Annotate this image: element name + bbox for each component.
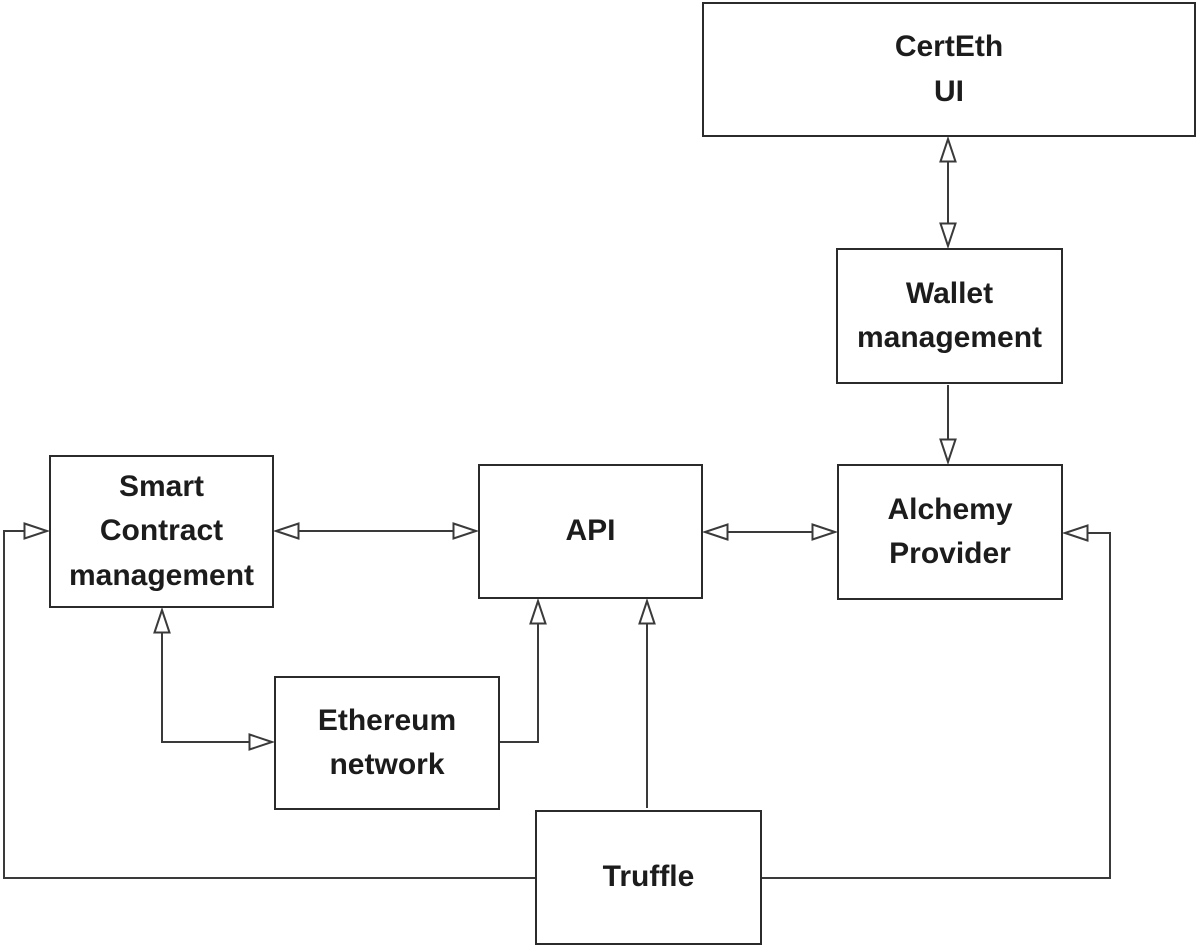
node-ethereum-network: Ethereum network	[274, 676, 500, 810]
node-ethereum-network-label: Ethereum network	[317, 703, 457, 781]
edge-truffle-alchemyprovider	[762, 524, 1111, 879]
node-alchemy-provider-label: Alchemy Provider	[887, 492, 1013, 570]
edge-smartcontract-ethereumnetwork	[153, 606, 276, 751]
node-certeth-ui: CertEth UI	[702, 2, 1196, 137]
node-alchemy-provider: Alchemy Provider	[837, 464, 1063, 600]
node-wallet-management-label: Wallet management	[856, 276, 1043, 354]
node-smart-contract-management: Smart Contract management	[49, 455, 274, 608]
edge-truffle-smartcontract	[3, 522, 535, 879]
node-certeth-ui-label: CertEth UI	[894, 30, 1004, 108]
node-truffle-label: Truffle	[602, 860, 695, 894]
node-api: API	[478, 464, 703, 599]
node-wallet-management: Wallet management	[836, 248, 1063, 384]
node-api-label: API	[565, 514, 616, 548]
node-smart-contract-management-label: Smart Contract management	[68, 469, 255, 592]
edge-ethereumnetwork-api	[500, 597, 547, 743]
node-truffle: Truffle	[535, 810, 762, 945]
